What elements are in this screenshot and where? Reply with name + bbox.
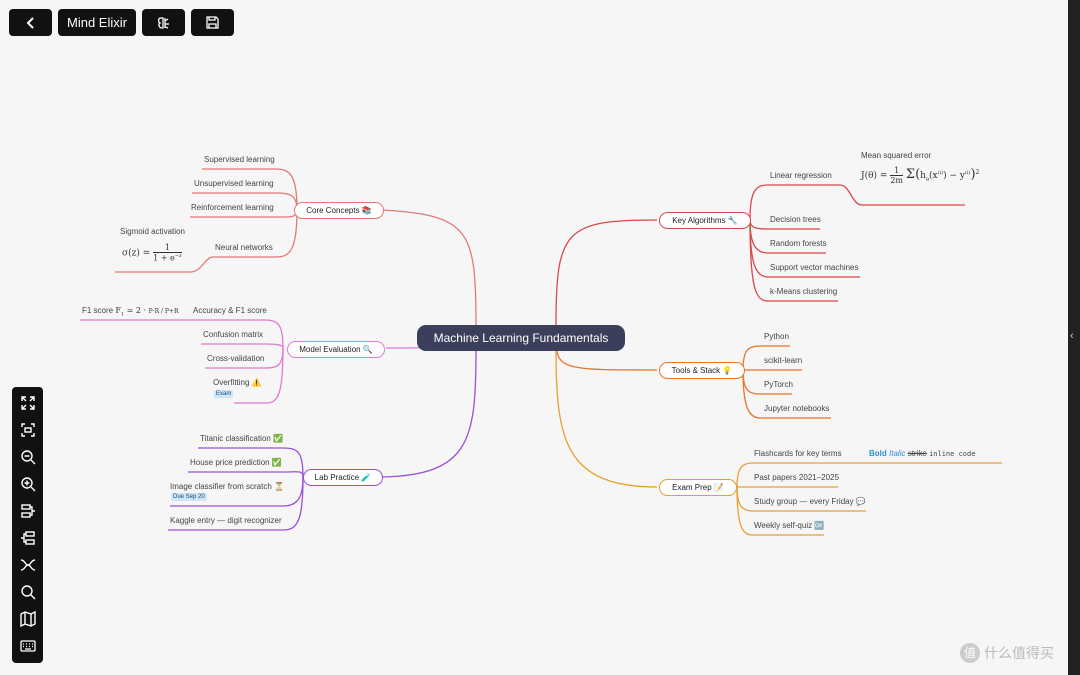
search-button[interactable] xyxy=(18,582,37,601)
brain-icon xyxy=(157,16,169,29)
topic-jupyter[interactable]: Jupyter notebooks xyxy=(764,404,830,413)
topic-kmeans[interactable]: k-Means clustering xyxy=(770,287,838,296)
zoom-in-button[interactable] xyxy=(18,474,37,493)
topic-confusion-matrix[interactable]: Confusion matrix xyxy=(203,330,264,339)
center-button[interactable] xyxy=(18,420,37,439)
topic-house-price[interactable]: House price prediction ✅ xyxy=(190,458,282,467)
topic-neural-networks[interactable]: Neural networks xyxy=(215,243,273,252)
branch-core-concepts[interactable]: Core Concepts 📚 xyxy=(294,202,384,219)
topic-decision-trees[interactable]: Decision trees xyxy=(770,215,821,224)
save-icon xyxy=(206,16,219,29)
md-bold: Bold xyxy=(869,449,887,458)
zoom-out-button[interactable] xyxy=(18,447,37,466)
topic-self-quiz[interactable]: Weekly self-quiz 🆗 xyxy=(754,521,825,530)
layout-left-button[interactable] xyxy=(18,501,37,520)
side-panel-toggle[interactable]: ‹ xyxy=(1068,0,1080,675)
md-strike: strike xyxy=(907,449,927,458)
topic-linear-regression[interactable]: Linear regression xyxy=(770,171,832,180)
view-toolbar xyxy=(12,387,43,663)
layout-left-icon xyxy=(20,503,35,518)
topic-python[interactable]: Python xyxy=(764,332,789,341)
topic-svm[interactable]: Support vector machines xyxy=(770,263,859,272)
topic-image-classifier[interactable]: Image classifier from scratch ⏳ xyxy=(170,482,284,491)
layout-right-button[interactable] xyxy=(18,528,37,547)
f1-formula: F1 = 2 · P·R / P+R xyxy=(115,306,179,318)
save-button[interactable] xyxy=(191,9,234,36)
topic-random-forests[interactable]: Random forests xyxy=(770,239,827,248)
watermark: 值 什么值得买 xyxy=(960,643,1054,663)
layout-both-button[interactable] xyxy=(18,555,37,574)
brain-button[interactable] xyxy=(142,9,185,36)
md-code: inline code xyxy=(929,450,976,458)
topic-past-papers[interactable]: Past papers 2021–2025 xyxy=(754,473,839,482)
fullscreen-button[interactable] xyxy=(18,393,37,412)
branch-model-evaluation[interactable]: Model Evaluation 🔍 xyxy=(287,341,385,358)
due-date-tag: Due Sep 20 xyxy=(171,493,207,501)
topic-pytorch[interactable]: PyTorch xyxy=(764,380,793,389)
map-icon xyxy=(19,610,36,627)
topic-unsupervised-learning[interactable]: Unsupervised learning xyxy=(194,179,274,188)
topic-accuracy-f1[interactable]: Accuracy & F1 score xyxy=(193,306,267,315)
center-focus-icon xyxy=(20,422,35,437)
fullscreen-icon xyxy=(20,395,35,410)
topic-titanic[interactable]: Titanic classification ✅ xyxy=(200,434,284,443)
zoom-out-icon xyxy=(20,449,35,464)
watermark-text: 什么值得买 xyxy=(984,645,1054,661)
zoom-in-icon xyxy=(20,476,35,491)
back-button[interactable] xyxy=(9,9,52,36)
note-mse-label: Mean squared error xyxy=(861,151,932,160)
minimap-button[interactable] xyxy=(18,609,37,628)
branch-exam-prep[interactable]: Exam Prep 📝 xyxy=(659,479,737,496)
branch-key-algorithms[interactable]: Key Algorithms 🔧 xyxy=(659,212,751,229)
layout-right-icon xyxy=(20,530,35,545)
note-f1-label: F1 score F1 = 2 · P·R / P+R xyxy=(82,306,179,318)
keyboard-button[interactable] xyxy=(18,636,37,655)
topic-flashcards[interactable]: Flashcards for key terms xyxy=(754,449,842,458)
markdown-sample: Bold Italic strike inline code xyxy=(869,449,975,459)
watermark-logo: 值 xyxy=(960,643,980,663)
topic-kaggle-entry[interactable]: Kaggle entry — digit recognizer xyxy=(170,516,282,525)
keyboard-icon xyxy=(19,639,36,652)
exam-tag: Exam xyxy=(214,390,234,398)
chevron-left-small-icon: ‹ xyxy=(1070,330,1074,342)
branch-tools-stack[interactable]: Tools & Stack 💡 xyxy=(659,362,745,379)
md-italic: Italic xyxy=(889,449,906,458)
topic-overfitting[interactable]: Overfitting ⚠️ xyxy=(213,378,262,387)
branch-lab-practice[interactable]: Lab Practice 🧪 xyxy=(303,469,383,486)
topic-reinforcement-learning[interactable]: Reinforcement learning xyxy=(191,203,274,212)
root-node[interactable]: Machine Learning Fundamentals xyxy=(417,325,625,351)
topic-study-group[interactable]: Study group — every Friday 💬 xyxy=(754,497,866,506)
topic-cross-validation[interactable]: Cross-validation xyxy=(207,354,265,363)
mind-elixir-button[interactable]: Mind Elixir xyxy=(58,9,136,36)
note-sigmoid-label: Sigmoid activation xyxy=(120,227,185,236)
layout-both-icon xyxy=(20,558,35,571)
topic-supervised-learning[interactable]: Supervised learning xyxy=(204,155,275,164)
search-icon xyxy=(20,584,35,599)
topic-scikit-learn[interactable]: scikit-learn xyxy=(764,356,803,365)
chevron-left-icon xyxy=(26,16,34,29)
